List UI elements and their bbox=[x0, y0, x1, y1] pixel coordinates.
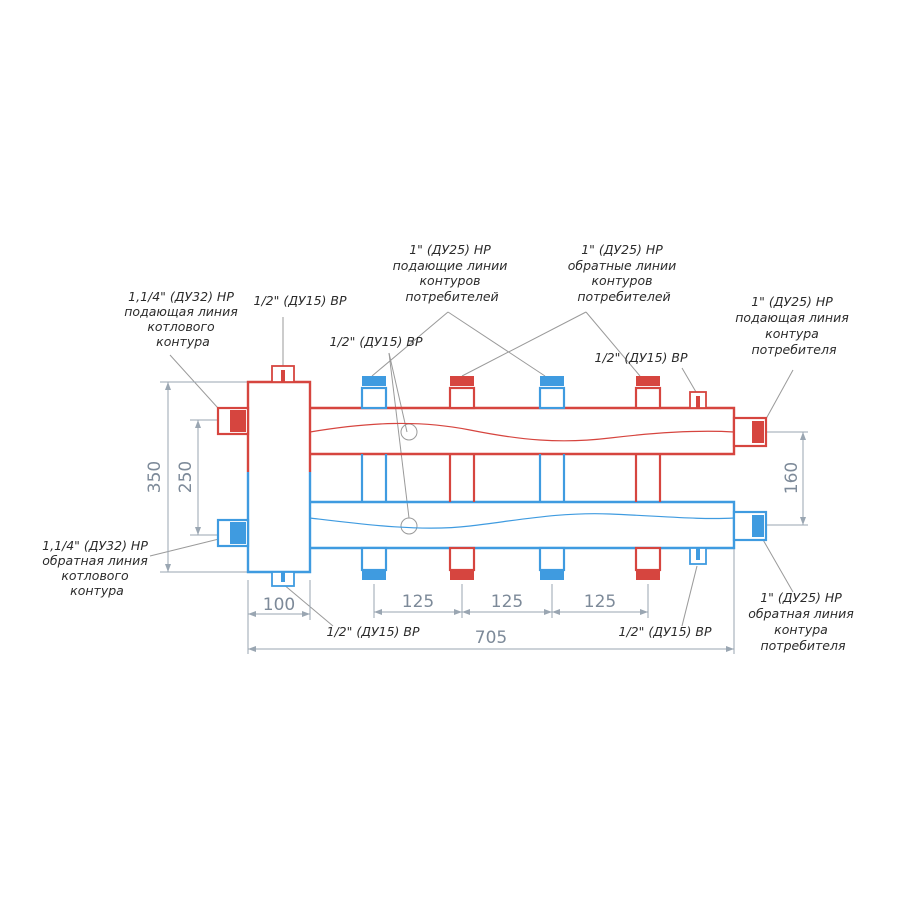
manifold-small-ports bbox=[689, 391, 707, 565]
dimension-pitch-3: 125 bbox=[584, 592, 616, 612]
leader-port-top-right bbox=[681, 367, 697, 393]
leader-supply-lines-a bbox=[371, 311, 449, 377]
leader-port-middle-a bbox=[388, 352, 408, 433]
leader-port-bottom-left bbox=[282, 583, 334, 627]
label-boiler-supply: 1,1/4" (ДУ32) НР подающая линия котловог… bbox=[124, 289, 242, 349]
hydraulic-separator bbox=[246, 380, 312, 574]
supply-manifold bbox=[309, 406, 736, 456]
dimension-pitch-1: 125 bbox=[402, 592, 434, 612]
label-consumer-supply-lines: 1" (ДУ25) НР подающие линии контуров пот… bbox=[393, 242, 512, 304]
leader-lines bbox=[149, 311, 794, 627]
label-boiler-return: 1,1/4" (ДУ32) НР обратная линия котловог… bbox=[42, 538, 152, 598]
leader-return-lines-a bbox=[461, 311, 587, 377]
dimension-pitch-2: 125 bbox=[491, 592, 523, 612]
thread-return-2-top bbox=[540, 376, 564, 386]
thread-return-2-bottom bbox=[540, 570, 564, 580]
label-port-top-left: 1/2" (ДУ15) ВР bbox=[254, 293, 347, 308]
thread-return-1-top bbox=[362, 376, 386, 386]
label-consumer-return-lines: 1" (ДУ25) НР обратные линии контуров пот… bbox=[568, 242, 680, 304]
dimension-height-inner: 250 bbox=[176, 461, 196, 493]
dimension-arrows bbox=[165, 382, 806, 652]
dimension-lines bbox=[160, 381, 808, 654]
leader-consumer-return bbox=[761, 537, 794, 593]
label-port-middle: 1/2" (ДУ15) ВР bbox=[330, 334, 423, 349]
thread-return-1-bottom bbox=[362, 570, 386, 580]
leader-boiler-return bbox=[149, 536, 228, 557]
thread-supply-1-bottom bbox=[450, 570, 474, 580]
return-manifold bbox=[309, 500, 736, 550]
leader-return-lines-b bbox=[585, 311, 641, 377]
thread-supply-1-top bbox=[450, 376, 474, 386]
dimension-height-right: 160 bbox=[782, 462, 802, 494]
label-port-bottom-left: 1/2" (ДУ15) ВР bbox=[327, 624, 420, 639]
dimension-width-separator: 100 bbox=[263, 595, 295, 615]
label-consumer-return: 1" (ДУ25) НР обратная линия контура потр… bbox=[748, 590, 857, 653]
dimension-height-total: 350 bbox=[145, 461, 165, 493]
marker-circle-return bbox=[400, 517, 418, 535]
leader-port-middle-b bbox=[388, 352, 410, 519]
boiler-return-thread bbox=[230, 522, 246, 544]
riser-supply-2 bbox=[634, 386, 662, 572]
label-port-bottom-right: 1/2" (ДУ15) ВР bbox=[619, 624, 712, 639]
leader-port-bottom-right bbox=[681, 565, 698, 627]
label-consumer-supply: 1" (ДУ25) НР подающая линия контура потр… bbox=[735, 294, 853, 357]
riser-return-1 bbox=[360, 386, 388, 572]
thread-supply-2-bottom bbox=[636, 570, 660, 580]
marker-circle-supply bbox=[400, 423, 418, 441]
leader-supply-lines-b bbox=[447, 311, 546, 377]
thread-supply-2-top bbox=[636, 376, 660, 386]
label-port-top-right: 1/2" (ДУ15) ВР bbox=[595, 350, 688, 365]
separator-ports bbox=[271, 365, 295, 587]
riser-supply-1 bbox=[448, 386, 476, 572]
riser-return-2 bbox=[538, 386, 566, 572]
dimension-length-total: 705 bbox=[475, 628, 507, 648]
boiler-supply-thread bbox=[230, 410, 246, 432]
